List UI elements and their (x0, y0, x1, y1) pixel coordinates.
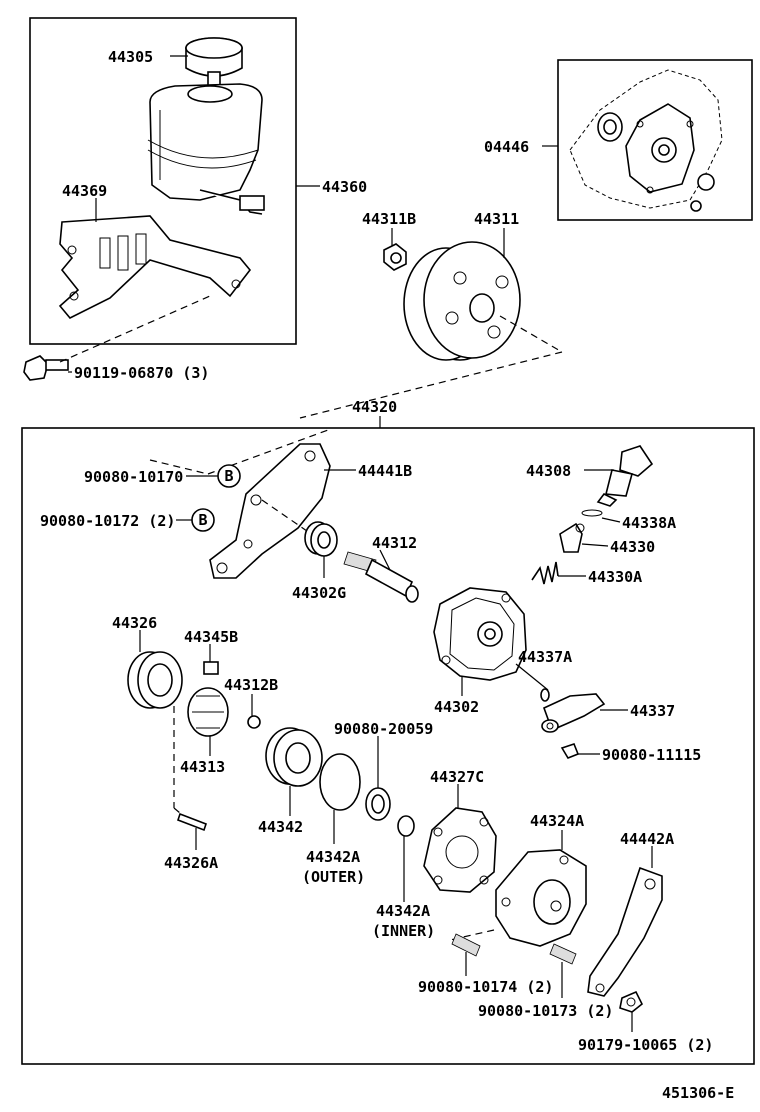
label-44369: 44369 (62, 182, 107, 200)
pump-body-icon (433, 587, 527, 681)
union-fitting-icon (596, 445, 654, 507)
rear-housing-icon (495, 849, 587, 947)
rear-bracket-icon (587, 866, 663, 997)
pulley-nut-icon (383, 243, 407, 271)
label-44337A: 44337A (518, 648, 572, 666)
flow-valve-icon (559, 522, 585, 553)
union-o-ring-icon (540, 688, 550, 702)
label-44330: 44330 (610, 538, 655, 556)
label-90179-10065: 90179-10065 (2) (578, 1036, 713, 1054)
leader-lines (68, 55, 653, 1032)
bearing-icon (265, 727, 323, 787)
union-bolt-icon (560, 743, 580, 759)
part-labels: 44305 44369 44360 90119-06870 (3) 04446 … (40, 48, 734, 1102)
label-44330A: 44330A (588, 568, 642, 586)
label-44342A-inner: 44342A (376, 902, 430, 920)
label-44338A: 44338A (622, 514, 676, 532)
label-90080-10173: 90080-10173 (2) (478, 1002, 613, 1020)
gasket-kit-box (557, 59, 753, 221)
label-44324A: 44324A (530, 812, 584, 830)
label-90080-10174: 90080-10174 (2) (418, 978, 553, 996)
rear-bolt-icon-1 (451, 933, 481, 957)
label-44337: 44337 (630, 702, 675, 720)
label-44308: 44308 (526, 462, 571, 480)
oil-seal-icon (304, 521, 338, 557)
pin-icon (176, 812, 208, 832)
label-44311: 44311 (474, 210, 519, 228)
label-44326A: 44326A (164, 854, 218, 872)
rear-bolt-icon-2 (549, 943, 577, 965)
snap-ring-clip-icon (365, 787, 391, 821)
ref-b-label: B (224, 467, 233, 485)
front-bracket-icon (209, 443, 331, 579)
label-44305: 44305 (108, 48, 153, 66)
ref-b-marker-1: B (217, 464, 241, 488)
label-44345B: 44345B (184, 628, 238, 646)
label-44342: 44342 (258, 818, 303, 836)
reservoir-bracket-icon (58, 215, 252, 319)
label-44312B: 44312B (224, 676, 278, 694)
label-90080-10170: 90080-10170 (84, 468, 183, 486)
label-90080-20059: 90080-20059 (334, 720, 433, 738)
gasket-icon (423, 807, 497, 893)
label-44342A-outer: 44342A (306, 848, 360, 866)
reservoir-assembly-box (29, 17, 297, 345)
label-44311B: 44311B (362, 210, 416, 228)
label-44360: 44360 (322, 178, 367, 196)
ref-b-marker-2: B (191, 508, 215, 532)
label-44320: 44320 (352, 398, 397, 416)
valve-spring-icon (531, 561, 559, 585)
pulley-icon (403, 241, 521, 361)
label-90119-06870: 90119-06870 (3) (74, 364, 209, 382)
snap-ring-icon (247, 715, 261, 729)
ref-b-label: B (198, 511, 207, 529)
label-90080-11115: 90080-11115 (602, 746, 701, 764)
label-44442A: 44442A (620, 830, 674, 848)
label-44302: 44302 (434, 698, 479, 716)
pump-shaft-icon (343, 551, 419, 603)
label-44441B: 44441B (358, 462, 412, 480)
label-inner: (INNER) (372, 922, 435, 940)
outer-o-ring-icon (319, 753, 361, 811)
rotor-icon (187, 687, 229, 737)
outlet-union-icon (541, 693, 606, 733)
gasket-kit-icon (569, 69, 723, 212)
label-44312: 44312 (372, 534, 417, 552)
o-ring-icon (581, 509, 603, 517)
vane-icon (203, 661, 219, 675)
reservoir-tank-icon (147, 83, 265, 215)
label-44313: 44313 (180, 758, 225, 776)
inner-o-ring-icon (397, 815, 415, 837)
label-44326: 44326 (112, 614, 157, 632)
label-44302G: 44302G (292, 584, 346, 602)
bolt-icon (23, 355, 69, 381)
cam-ring-icon (127, 651, 183, 709)
label-44327C: 44327C (430, 768, 484, 786)
bracket-nut-icon (619, 990, 644, 1013)
label-04446: 04446 (484, 138, 529, 156)
pump-assembly-box (21, 427, 755, 1065)
diagram-id: 451306-E (662, 1084, 734, 1102)
label-outer: (OUTER) (302, 868, 365, 886)
label-90080-10172: 90080-10172 (2) (40, 512, 175, 530)
